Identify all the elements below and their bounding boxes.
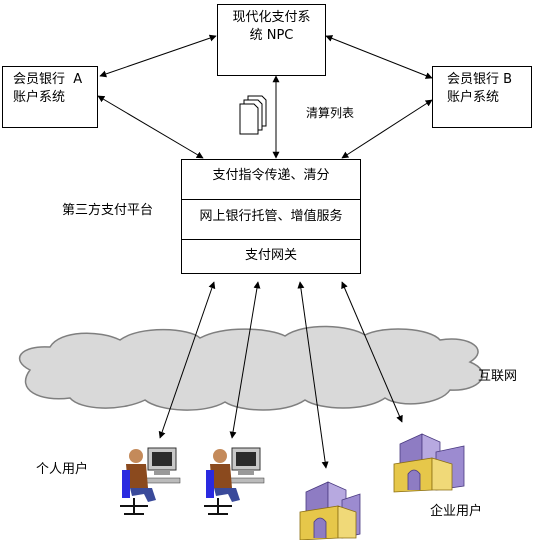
- enterprise-building-1-icon: [299, 481, 361, 540]
- npc-line1: 现代化支付系: [232, 10, 311, 25]
- platform-box: 支付指令传递、清分 网上银行托管、增值服务 支付网关: [181, 159, 361, 274]
- person-user-2-icon: [204, 447, 265, 515]
- arrow-bank-a-npc: [99, 34, 217, 78]
- bank-b-box: 会员银行 B 账户系统: [432, 66, 532, 128]
- enterprise-building-2-icon: [393, 433, 465, 493]
- arrow-gateway-enterprise2: [341, 281, 403, 423]
- internet-label: 互联网: [478, 369, 518, 384]
- bank-a-line1: 会员银行 A: [13, 72, 83, 87]
- arrow-gateway-user2: [229, 281, 261, 439]
- platform-row-hosting: 网上银行托管、增值服务: [182, 200, 360, 240]
- npc-line2: 统 NPC: [249, 28, 294, 43]
- arrow-bank-b-platform: [341, 99, 433, 159]
- bank-a-line2: 账户系统: [13, 90, 66, 105]
- platform-label: 第三方支付平台: [62, 203, 154, 218]
- internet-cloud: [18, 325, 484, 411]
- person-user-1-icon: [120, 447, 181, 515]
- arrow-gateway-user1: [158, 281, 216, 439]
- bank-a-box: 会员银行 A 账户系统: [2, 66, 98, 128]
- bank-b-line1: 会员银行 B: [447, 72, 513, 87]
- document-icon: [239, 95, 267, 135]
- arrow-npc-bank-b: [325, 35, 433, 79]
- arrow-gateway-enterprise1: [297, 281, 329, 469]
- platform-row-dispatch: 支付指令传递、清分: [182, 160, 360, 200]
- npc-box: 现代化支付系 统 NPC: [217, 4, 326, 76]
- clearing-list-label: 清算列表: [306, 106, 355, 120]
- personal-users-label: 个人用户: [36, 462, 89, 477]
- bank-b-line2: 账户系统: [447, 90, 500, 105]
- enterprise-users-label: 企业用户: [430, 504, 483, 519]
- platform-row-gateway: 支付网关: [244, 248, 297, 263]
- arrow-bank-a-platform: [97, 95, 204, 159]
